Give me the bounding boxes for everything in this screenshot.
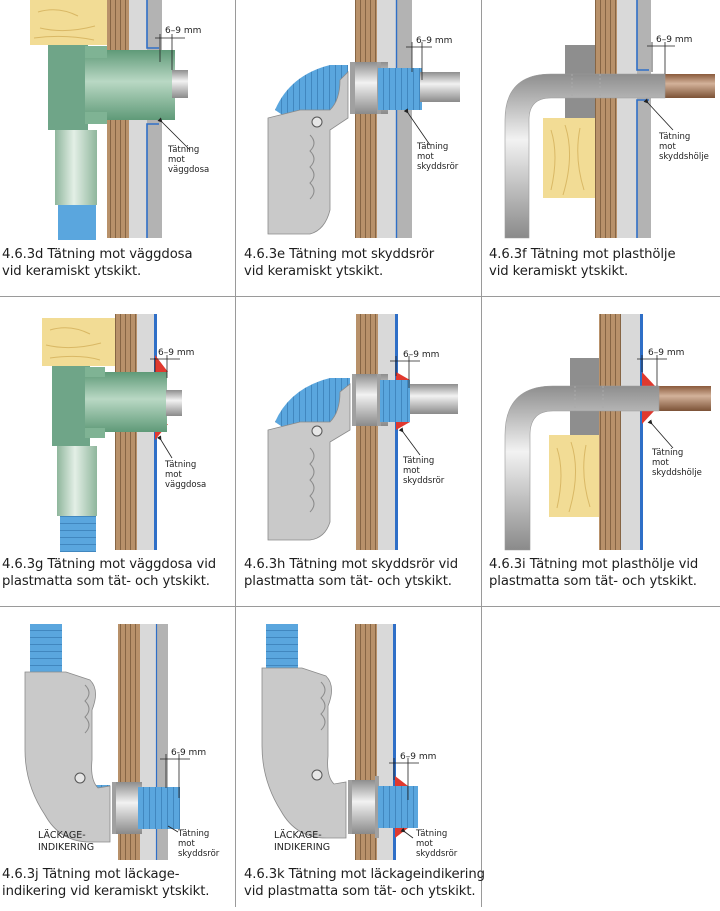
tube-bend-holder [267, 71, 349, 235]
grid-divider-col1-row3 [235, 607, 236, 907]
illustration-wall-box-ceramic: 6–9 mm Tätning mot väggdosa [30, 0, 209, 240]
illustration-plastic-sheath-plastic-mat: 6–9 mm Tätning mot skyddshölje [504, 314, 711, 551]
tube-bend-holder [24, 671, 111, 843]
callout-label: Tätning mot väggdosa [167, 145, 209, 175]
wall-box [85, 50, 175, 120]
copper-pipe [663, 74, 715, 98]
tube-bend-holder [267, 383, 351, 541]
figure-4-6-3e: 6–9 mm Tätning mot skyddsrör 4.6.3e Tätn… [240, 0, 480, 296]
dimension-label: 6–9 mm [403, 350, 439, 360]
callout-label: Tätning mot skyddsrör [416, 142, 459, 172]
wall-board [377, 0, 396, 238]
sealant [642, 372, 655, 386]
grid-divider-col2-row3 [481, 607, 482, 907]
dimension-label: 6–9 mm [648, 348, 684, 358]
callout-label: Tätning mot väggdosa [164, 460, 206, 490]
figure-caption: 4.6.3j Tätning mot läckage-indikering vi… [2, 867, 210, 899]
leak-indication-label: LÄCKAGE- INDIKERING [38, 830, 94, 853]
timber-beam [42, 318, 118, 366]
callout-label: Tätning mot skyddsrör [177, 829, 220, 859]
illustration-protective-tube-plastic-mat: 6–9 mm Tätning mot skyddsrör [267, 314, 458, 550]
figure-4-6-3f: 6–9 mm Tätning mot skyddshölje 4.6.3f Tä… [485, 0, 720, 296]
protective-tube [138, 787, 180, 829]
pipe [420, 72, 460, 102]
grid-divider-col2-row2 [481, 297, 482, 606]
wood-panel [595, 0, 617, 238]
figure-4-6-3j: 6-9 mm Tätning mot skyddsrör LÄCKAGE- IN… [0, 610, 235, 910]
illustration-protective-tube-ceramic: 6–9 mm Tätning mot skyddsrör [267, 0, 460, 238]
illustration-plastic-sheath-ceramic: 6–9 mm Tätning mot skyddshölje [504, 0, 715, 239]
illustration-wall-box-plastic-mat: 6–9 mm Tätning mot väggdosa [42, 314, 206, 552]
ceramic-tile [637, 0, 651, 238]
illustration-leak-indication-ceramic: 6-9 mm Tätning mot skyddsrör LÄCKAGE- IN… [24, 624, 220, 860]
wood-panel [356, 314, 378, 550]
illustration-leak-indication-plastic-mat: 6–9 mm Tätning mot skyddsrör LÄCKAGE- IN… [261, 624, 458, 860]
dimension-label: 6–9 mm [165, 26, 201, 36]
callout-label: Tätning mot skyddshölje [658, 132, 709, 162]
pipe-stub [172, 70, 188, 98]
figure-4-6-3i: 6–9 mm Tätning mot skyddshölje 4.6.3i Tä… [485, 300, 720, 606]
plastic-mat [395, 314, 398, 550]
figure-4-6-3k: 6–9 mm Tätning mot skyddsrör LÄCKAGE- IN… [240, 610, 485, 910]
dimension-label: 6–9 mm [400, 752, 436, 762]
grid-divider-row2 [0, 606, 720, 607]
ceramic-tile [396, 0, 412, 238]
grid-divider-row1 [0, 296, 720, 297]
sealant [642, 410, 655, 424]
protective-tube [378, 68, 422, 110]
dimension-label: 6–9 mm [158, 348, 194, 358]
wall-box [85, 372, 167, 432]
tube-bend-holder [261, 667, 347, 839]
grid-divider-col1-row2 [235, 297, 236, 606]
sealant [396, 372, 410, 380]
wall-board [617, 0, 637, 238]
membrane [146, 0, 159, 238]
dimension-label: 6–9 mm [416, 36, 452, 46]
grid-divider-col2 [481, 0, 482, 296]
plastic-sheath [504, 385, 660, 551]
plastic-mat [640, 314, 643, 550]
protective-tube [380, 380, 410, 422]
sealant [395, 776, 408, 786]
timber-beam [30, 0, 108, 45]
wood-panel [599, 314, 621, 550]
protective-tube [378, 786, 418, 828]
callout-label: Tätning mot skyddsrör [402, 456, 445, 486]
callout-label: Tätning mot skyddsrör [415, 829, 458, 859]
grid-divider-col1 [235, 0, 236, 296]
dimension-label: 6–9 mm [656, 35, 692, 45]
figure-4-6-3g: 6–9 mm Tätning mot väggdosa 4.6.3g Tätni… [0, 300, 235, 606]
pipe-stub [166, 390, 182, 416]
wood-panel [355, 0, 377, 238]
figure-4-6-3h: 6–9 mm Tätning mot skyddsrör 4.6.3h Tätn… [240, 300, 480, 606]
wall-board [621, 314, 641, 550]
pipe [410, 384, 458, 414]
dimension-label: 6-9 mm [171, 748, 206, 758]
leak-indication-tube [30, 624, 62, 676]
callout-label: Tätning mot skyddshölje [651, 448, 702, 478]
copper-pipe [655, 386, 711, 411]
leak-indication-tube [266, 624, 298, 672]
leak-indication-label: LÄCKAGE- INDIKERING [274, 830, 330, 853]
sealant [396, 422, 410, 430]
plastic-mat [393, 624, 396, 860]
figure-4-6-3d: 6–9 mm Tätning mot väggdosa 4.6.3d Tätni… [0, 0, 235, 296]
wall-board [378, 314, 396, 550]
